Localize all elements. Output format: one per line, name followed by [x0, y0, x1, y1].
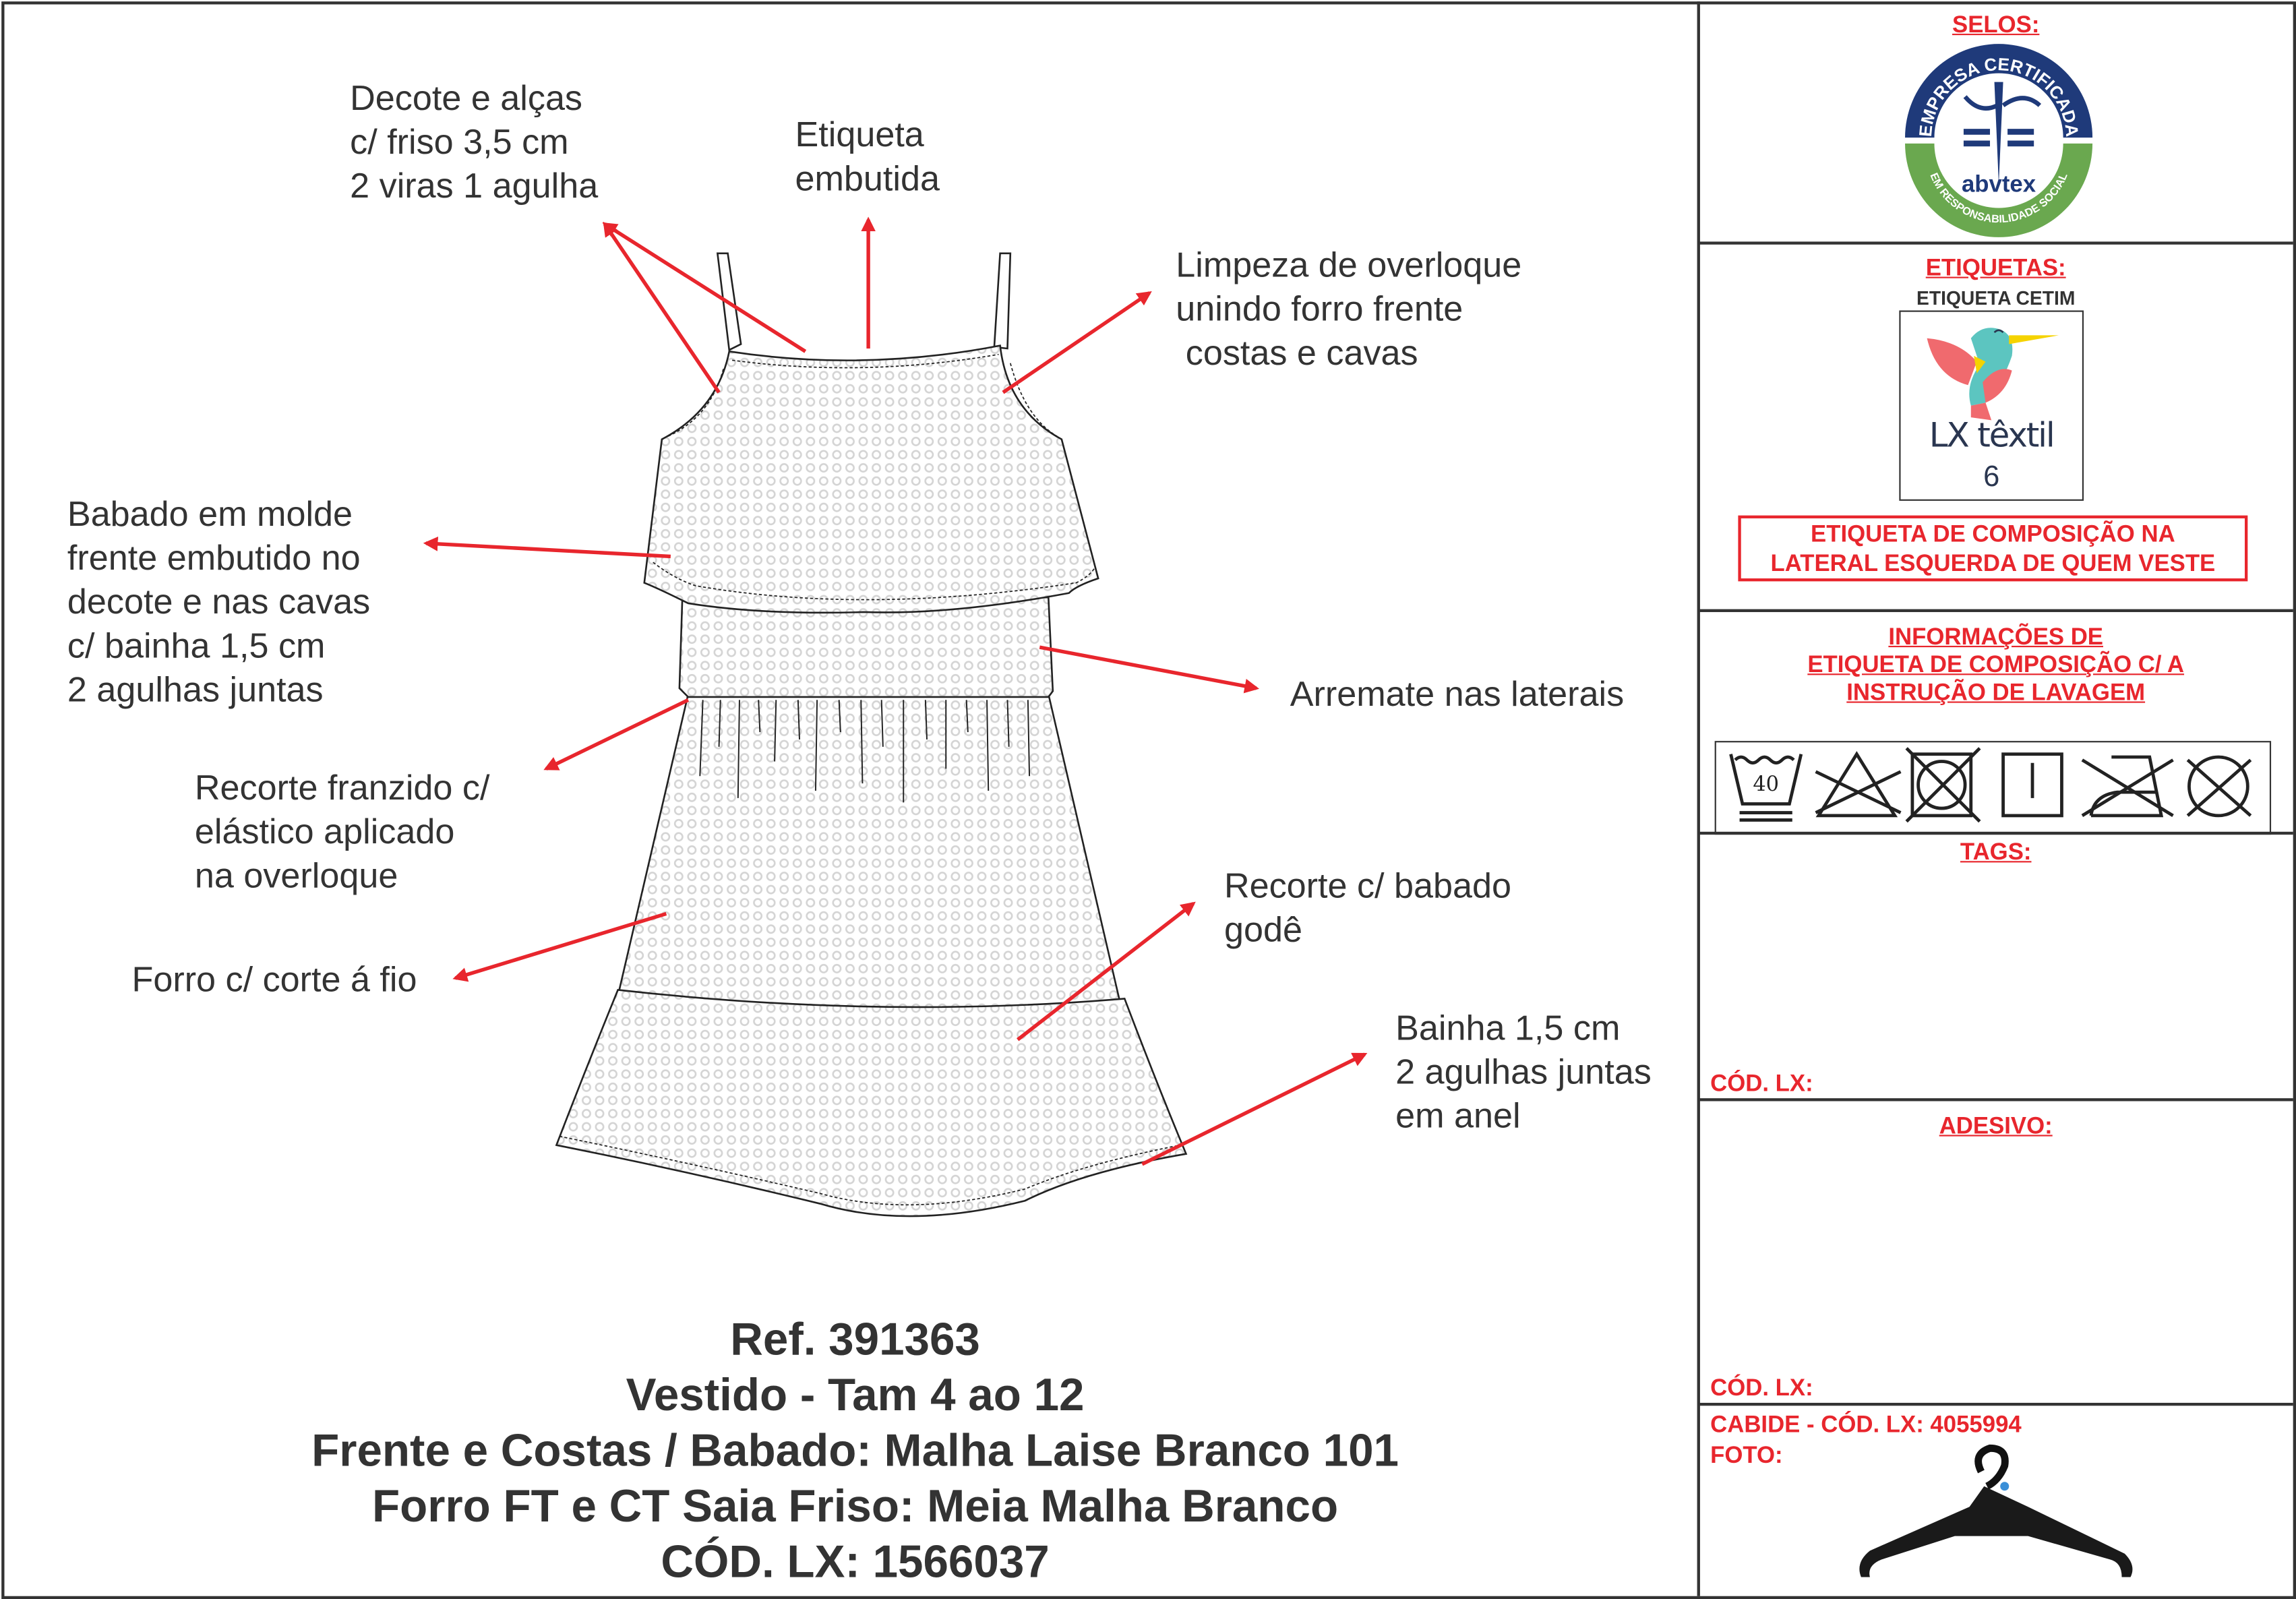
hanger-photo-label: FOTO:: [1710, 1443, 1783, 1469]
arrow-arremate: [1039, 645, 1260, 694]
arrow-limpeza: [1002, 291, 1152, 394]
tags-title: TAGS:: [1960, 840, 2032, 866]
abvtex-seal-logo: EMPRESA CERTIFICADA EM RESPONSABILIDADE …: [1905, 44, 2093, 237]
note-recorte-franzido: Recorte franzido c/ elástico aplicado na…: [194, 768, 490, 897]
divider: [1698, 1098, 2293, 1102]
note-bainha: Bainha 1,5 cm 2 agulhas juntas em anel: [1395, 1008, 1652, 1137]
etiquetas-title: ETIQUETAS:: [1925, 256, 2066, 282]
tags-code-label: CÓD. LX:: [1710, 1072, 1813, 1097]
selos-title: SELOS:: [1952, 13, 2040, 38]
arrow-recorte-babado: [1017, 901, 1196, 1042]
arrow-decote-1: [603, 221, 721, 394]
arrow-bainha: [1141, 1052, 1368, 1166]
hanger-code: CABIDE - CÓD. LX: 4055994: [1710, 1413, 2022, 1439]
svg-text:40: 40: [1753, 773, 1779, 796]
note-arremate: Arremate nas laterais: [1290, 675, 1625, 715]
note-limpeza: Limpeza de overloque unindo forro frente…: [1176, 245, 1522, 373]
line-dry-icon: [2001, 752, 2063, 818]
composition-label-note: ETIQUETA DE COMPOSIÇÃO NA LATERAL ESQUER…: [1738, 515, 2248, 582]
care-title: INFORMAÇÕES DE ETIQUETA DE COMPOSIÇÃO C/…: [1699, 624, 2293, 707]
panel-divider: [1697, 1, 1700, 1596]
skirt-flounce: [555, 989, 1188, 1217]
arrow-decote-2: [602, 222, 807, 353]
no-iron-icon: [2081, 755, 2174, 818]
dress-flat-sketch: [423, 216, 1368, 1217]
hummingbird-logo: [1927, 328, 2059, 421]
note-etiqueta: Etiqueta embutida: [795, 115, 940, 200]
product-info: Ref. 391363 Vestido - Tam 4 ao 12 Frente…: [146, 1312, 1564, 1590]
divider: [1698, 609, 2293, 612]
adesivo-code-label: CÓD. LX:: [1710, 1376, 1813, 1401]
hanger-photo: [1859, 1444, 2133, 1577]
care-title-line: INFORMAÇÕES DE: [1888, 625, 2103, 651]
arrow-recorte-franzido: [543, 698, 690, 771]
no-tumble-dry-icon: [1905, 747, 1981, 823]
product-name: Vestido - Tam 4 ao 12: [626, 1369, 1085, 1421]
product-code: CÓD. LX: 1566037: [661, 1536, 1050, 1588]
svg-text:abvtex: abvtex: [1962, 172, 2036, 198]
lx-textil-wordmark: LX têxtil: [1929, 417, 2055, 456]
divider: [1698, 241, 2293, 245]
etiqueta-cetim-label: ETIQUETA CETIM: [1916, 286, 2076, 309]
lx-textil-label: LX têxtil 6: [1899, 310, 2084, 501]
no-dry-clean-icon: [2186, 755, 2252, 818]
no-bleach-icon: [1815, 751, 1902, 818]
arrow-babado: [423, 536, 671, 559]
note-forro: Forro c/ corte á fio: [131, 960, 417, 1000]
note-babado: Babado em molde frente embutido no decot…: [67, 495, 371, 711]
care-symbols: 40: [1714, 741, 2272, 835]
composition-note-line: ETIQUETA DE COMPOSIÇÃO NA: [1811, 522, 2175, 548]
right-strap: [993, 252, 1012, 350]
divider: [1698, 1402, 2293, 1406]
adesivo-title: ADESIVO:: [1939, 1114, 2053, 1139]
product-fabric-main: Frente e Costas / Babado: Malha Laise Br…: [311, 1424, 1399, 1476]
wash-40-gentle-icon: 40: [1729, 754, 1803, 822]
note-recorte-babado: Recorte c/ babado godê: [1223, 866, 1511, 951]
skirt-upper: [617, 693, 1122, 1010]
care-title-line: INSTRUÇÃO DE LAVAGEM: [1846, 681, 2146, 706]
care-title-line: ETIQUETA DE COMPOSIÇÃO C/ A: [1807, 653, 2185, 678]
product-ref: Ref. 391363: [730, 1313, 980, 1365]
arrow-forro: [452, 911, 667, 982]
label-size-number: 6: [1983, 461, 2000, 494]
note-decote: Decote e alças c/ friso 3,5 cm 2 viras 1…: [350, 79, 599, 207]
composition-note-line: LATERAL ESQUERDA DE QUEM VESTE: [1770, 551, 2216, 577]
product-fabric-lining: Forro FT e CT Saia Friso: Meia Malha Bra…: [372, 1480, 1339, 1532]
top-ruffle: [643, 344, 1099, 614]
